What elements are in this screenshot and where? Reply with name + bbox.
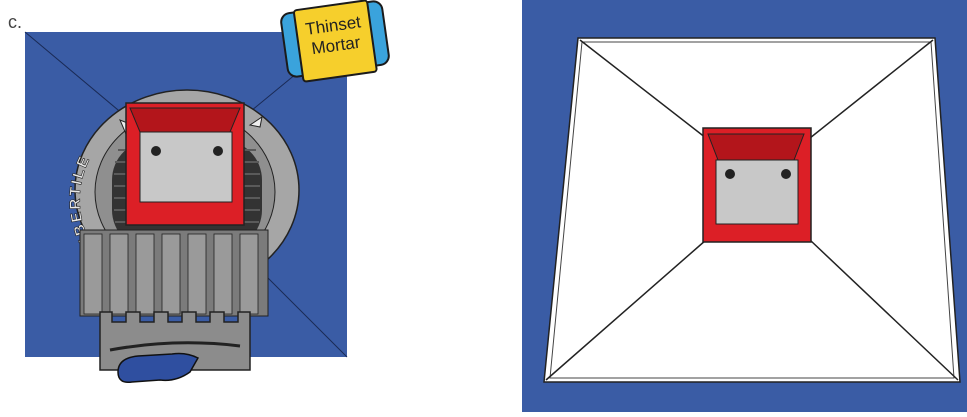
screw-icon	[151, 146, 161, 156]
screw-icon	[781, 169, 791, 179]
drain-plate	[140, 132, 232, 202]
thinset-ridges	[84, 234, 258, 314]
screw-icon	[725, 169, 735, 179]
thinset-mortar-badge: Thinset Mortar	[279, 0, 391, 79]
drain-inner-wall	[130, 108, 240, 132]
screw-icon	[213, 146, 223, 156]
step-label: c.	[8, 12, 22, 33]
right-drain-scene	[520, 0, 967, 412]
trowel-handle	[118, 354, 198, 383]
drain-inner-wall	[708, 134, 804, 160]
right-illustration	[520, 0, 967, 412]
left-illustration: UBERTILE	[0, 0, 420, 412]
